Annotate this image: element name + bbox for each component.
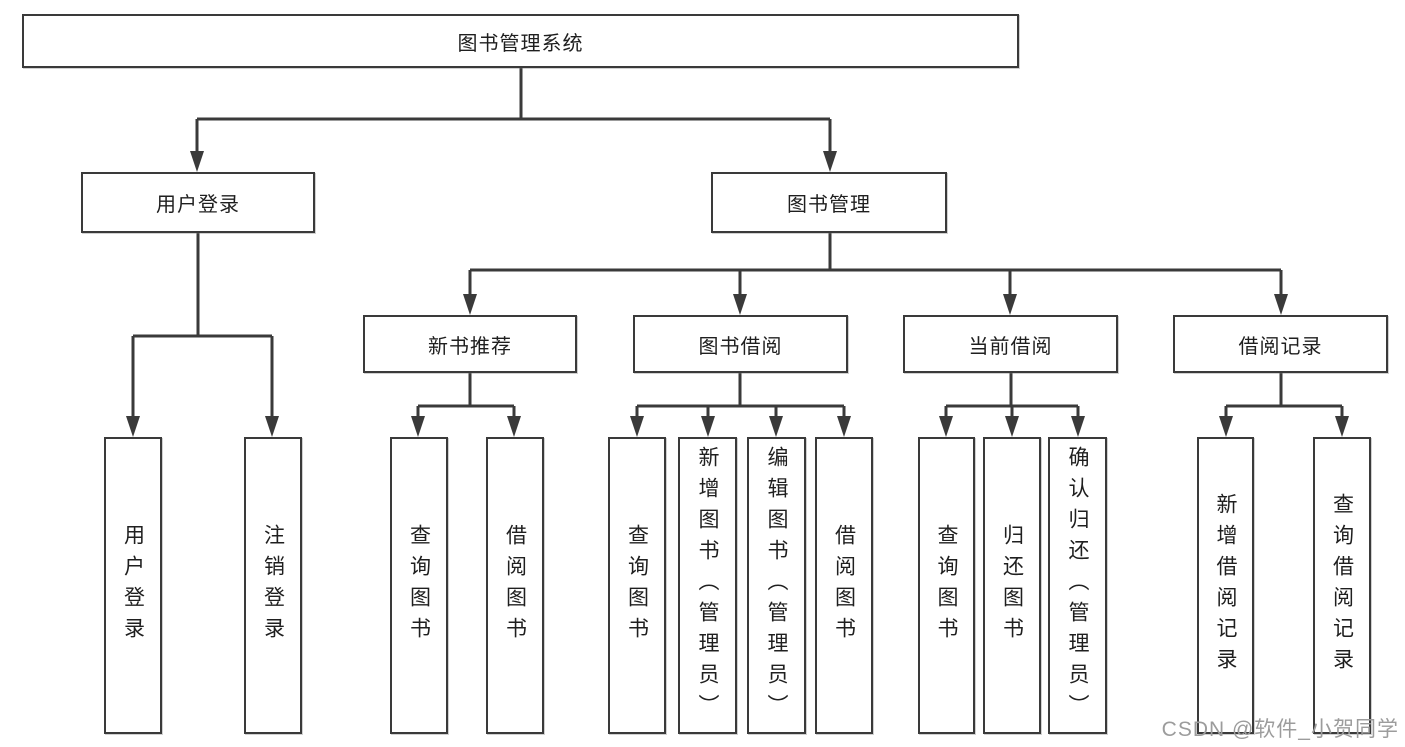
node-label: 图书借阅 <box>698 335 783 358</box>
node-leaf-logout: 注销登录 <box>244 437 302 734</box>
node-leaf-add-books-admin: 新增图书（管理员） <box>678 437 737 734</box>
node-label: 查询图书 <box>625 523 649 648</box>
node-label: 当前借阅 <box>968 335 1053 358</box>
node-leaf-borrow-books-borrowing: 借阅图书 <box>815 437 873 734</box>
node-book-management: 图书管理 <box>711 172 947 233</box>
node-leaf-edit-books-admin: 编辑图书（管理员） <box>747 437 806 734</box>
node-label: 图书管理 <box>787 194 871 216</box>
node-label: 编辑图书（管理员） <box>765 446 788 725</box>
node-leaf-query-books-borrowing: 查询图书 <box>608 437 666 734</box>
node-current-borrowing: 当前借阅 <box>903 315 1118 373</box>
connector-root-to-level2 <box>190 68 837 172</box>
node-label: 查询图书 <box>407 523 431 648</box>
node-label: 新增图书（管理员） <box>696 446 719 725</box>
node-label: 借阅记录 <box>1238 335 1323 358</box>
node-label: 归还图书 <box>1000 523 1024 648</box>
node-label: 注销登录 <box>261 523 285 648</box>
node-label: 新增借阅记录 <box>1214 492 1237 679</box>
connector-new-book-recommend-children <box>411 373 521 437</box>
connector-current-borrowing-children <box>939 373 1085 437</box>
node-label: 查询借阅记录 <box>1330 492 1354 679</box>
connector-borrowing-records-children <box>1219 373 1349 437</box>
node-label: 用户登录 <box>156 194 240 216</box>
node-leaf-query-books-current: 查询图书 <box>918 437 975 734</box>
node-leaf-confirm-return-admin: 确认归还（管理员） <box>1048 437 1107 734</box>
node-leaf-query-borrow-record: 查询借阅记录 <box>1313 437 1371 734</box>
node-borrowing-records: 借阅记录 <box>1173 315 1388 373</box>
node-library-management-system: 图书管理系统 <box>22 14 1019 68</box>
node-label: 借阅图书 <box>832 523 856 648</box>
node-leaf-borrow-books-recommend: 借阅图书 <box>486 437 544 734</box>
node-label: 查询图书 <box>935 523 958 648</box>
connector-book-management-children <box>463 233 1288 315</box>
node-label: 图书管理系统 <box>457 32 584 55</box>
node-leaf-query-books-recommend: 查询图书 <box>390 437 448 734</box>
node-label: 用户登录 <box>121 523 145 648</box>
node-new-book-recommend: 新书推荐 <box>363 315 577 373</box>
node-leaf-user-login: 用户登录 <box>104 437 162 734</box>
watermark-text: CSDN @软件_小贺同学 <box>1161 718 1399 741</box>
node-leaf-return-books: 归还图书 <box>983 437 1041 734</box>
node-label: 确认归还（管理员） <box>1066 446 1089 725</box>
connector-user-login-children <box>126 233 279 437</box>
node-user-login: 用户登录 <box>81 172 315 233</box>
node-book-borrowing: 图书借阅 <box>633 315 848 373</box>
connector-book-borrowing-children <box>630 373 851 437</box>
node-leaf-add-borrow-record: 新增借阅记录 <box>1197 437 1254 734</box>
node-label: 借阅图书 <box>503 523 527 648</box>
node-label: 新书推荐 <box>428 335 512 358</box>
